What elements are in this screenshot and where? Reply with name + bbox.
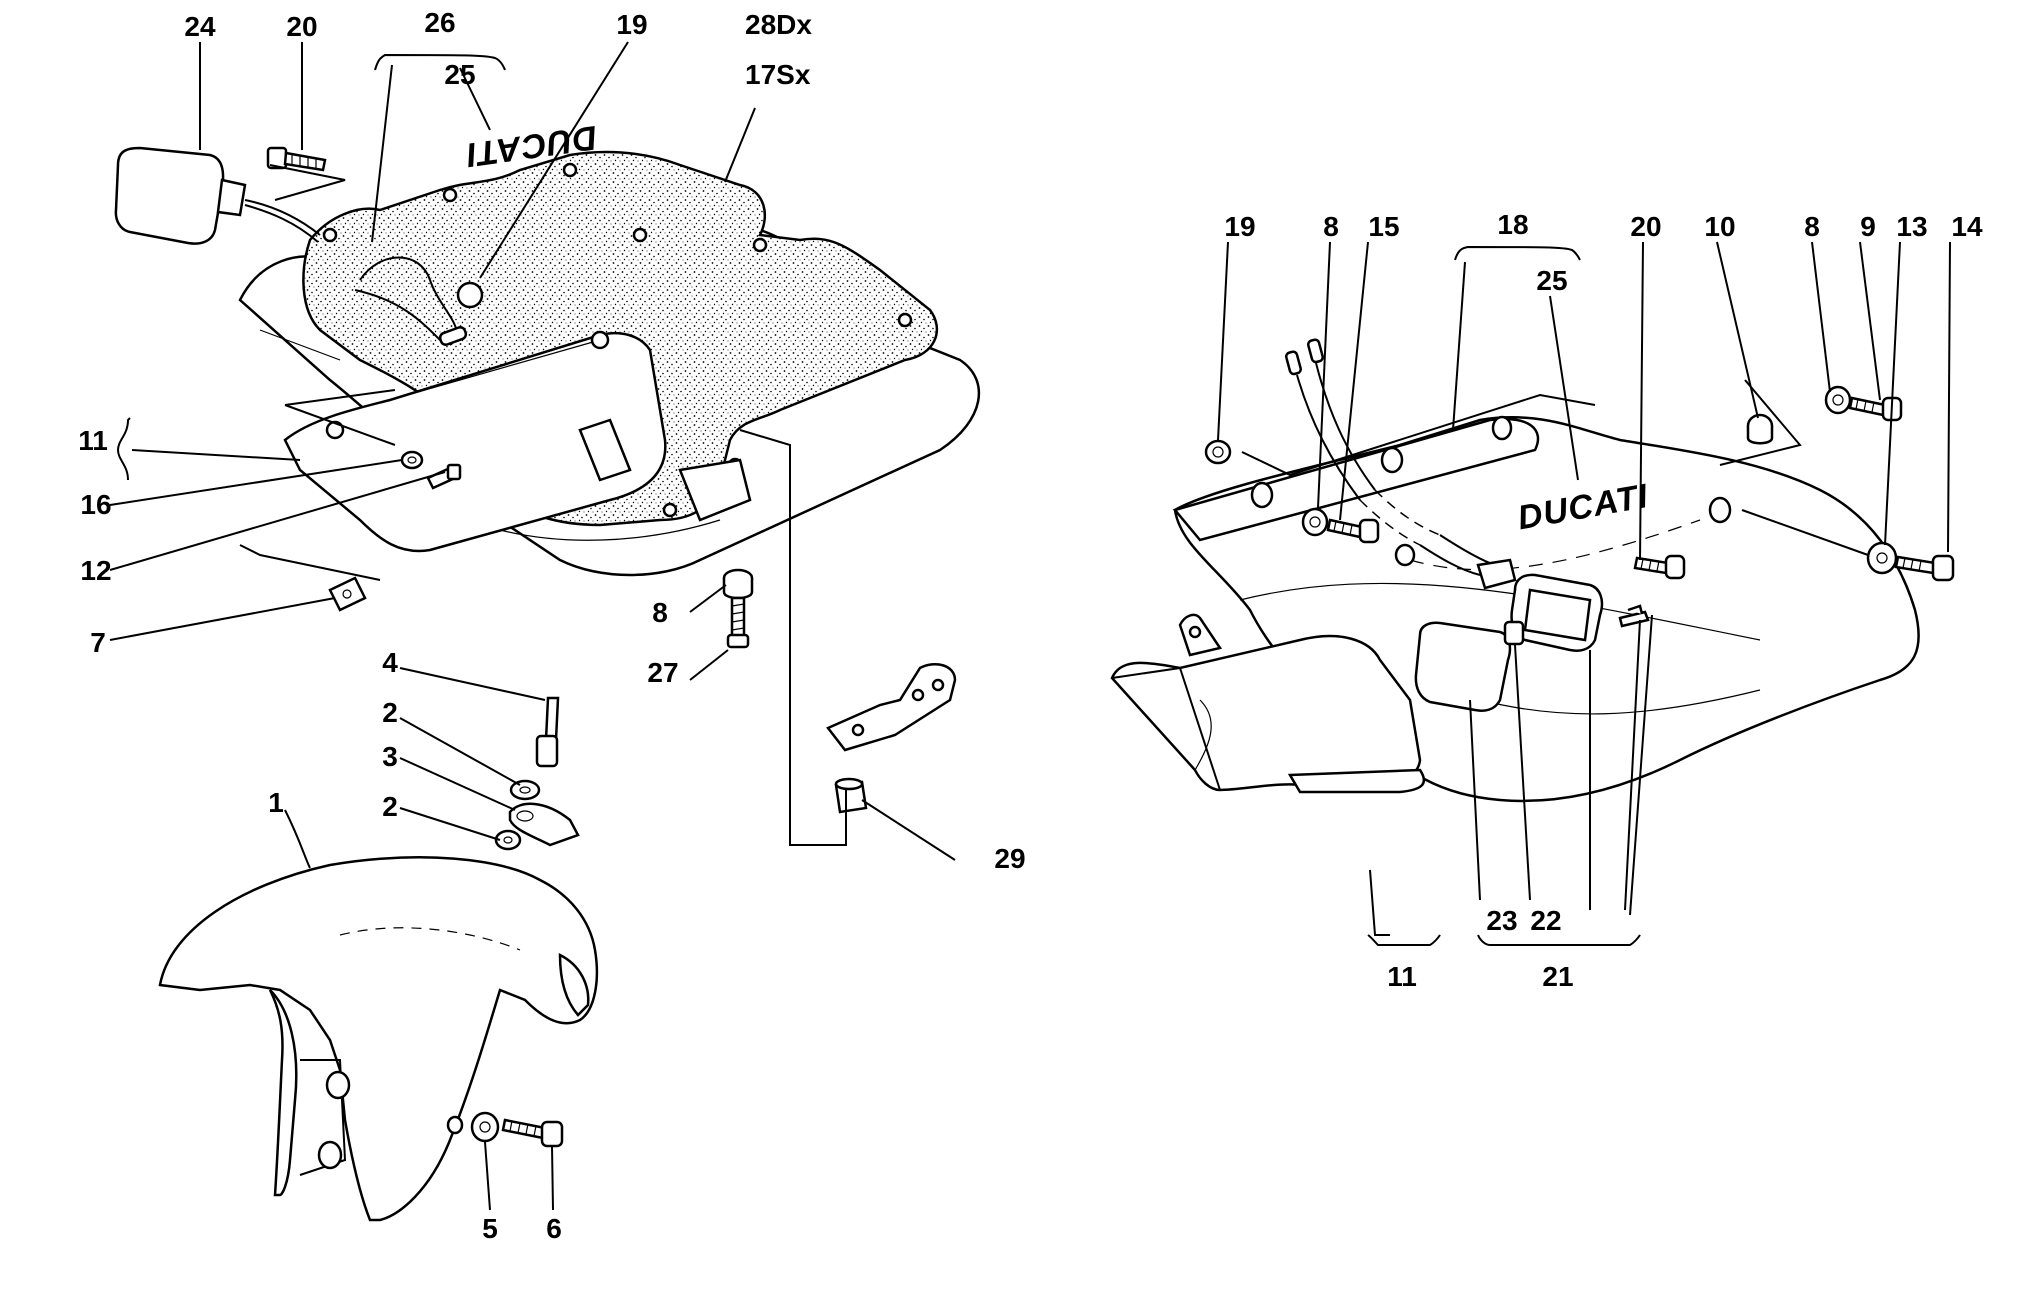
screw-27 xyxy=(726,596,750,649)
callout-7: 7 xyxy=(90,627,106,658)
callout-11-left: 11 xyxy=(78,425,108,456)
spacer-10 xyxy=(1746,413,1774,445)
mount-hole xyxy=(752,237,768,253)
wire-harness-right xyxy=(1284,338,1517,590)
callout-labels: 24 20 26 19 28Dx 17Sx 25 11 16 12 7 8 27… xyxy=(78,7,1983,1244)
callout-19-left: 19 xyxy=(616,9,647,40)
side-panel-11 xyxy=(283,331,667,553)
callout-2-lower: 2 xyxy=(382,791,398,822)
callout-27: 27 xyxy=(647,657,678,688)
front-mudguard-1 xyxy=(158,856,599,1222)
bolt-9 xyxy=(1848,396,1903,422)
callout-15: 15 xyxy=(1368,211,1399,242)
mount-hole xyxy=(562,162,578,178)
grommet-19-right xyxy=(1204,439,1232,465)
clip-nut-7 xyxy=(328,576,367,612)
callout-9: 9 xyxy=(1860,211,1876,242)
washer-2-upper xyxy=(509,779,541,801)
callout-10: 10 xyxy=(1704,211,1735,242)
callout-18: 18 xyxy=(1497,209,1528,240)
mount-hole xyxy=(897,312,913,328)
callout-8-right-b: 8 xyxy=(1804,211,1820,242)
callout-28dx: 28Dx xyxy=(745,9,812,40)
callout-16: 16 xyxy=(80,489,111,520)
mount-hole xyxy=(662,502,678,518)
grommet-19 xyxy=(456,281,484,309)
callout-26: 26 xyxy=(424,7,455,38)
bolt-20-right xyxy=(1633,554,1686,580)
bolt-14 xyxy=(1894,554,1955,582)
callout-5: 5 xyxy=(482,1213,498,1244)
spacer-8-left xyxy=(722,568,754,600)
callout-20-right: 20 xyxy=(1630,211,1661,242)
nut-29 xyxy=(834,777,868,814)
callout-23: 23 xyxy=(1486,905,1517,936)
leader-lines xyxy=(109,41,1951,1211)
air-duct-11 xyxy=(1110,634,1422,792)
washer-2-lower xyxy=(494,829,522,851)
callout-29: 29 xyxy=(994,843,1025,874)
screw-12 xyxy=(426,463,462,490)
callout-14: 14 xyxy=(1951,211,1983,242)
washer-16 xyxy=(400,450,424,470)
callout-25-right: 25 xyxy=(1536,265,1567,296)
mount-hole xyxy=(632,227,648,243)
callout-17sx: 17Sx xyxy=(745,59,811,90)
callout-8-left: 8 xyxy=(652,597,668,628)
washer-8-right-b xyxy=(1824,385,1852,415)
mount-hole xyxy=(442,187,458,203)
callout-1: 1 xyxy=(268,787,284,818)
callout-13: 13 xyxy=(1896,211,1927,242)
callout-21: 21 xyxy=(1542,961,1573,992)
washer-5 xyxy=(470,1111,500,1143)
bulb-22 xyxy=(1503,620,1525,646)
bracket-3 xyxy=(508,802,580,847)
callout-25-left: 25 xyxy=(444,59,475,90)
callout-22: 22 xyxy=(1530,905,1561,936)
callout-8-right-a: 8 xyxy=(1323,211,1339,242)
bolt-15 xyxy=(1326,518,1380,544)
pin-4 xyxy=(535,696,560,768)
bracket-28-17 xyxy=(826,663,957,752)
washer-13 xyxy=(1866,541,1898,575)
callout-2-upper: 2 xyxy=(382,697,398,728)
rear-undertray-assembly: DUCATI xyxy=(238,118,981,577)
callout-12: 12 xyxy=(80,555,111,586)
bolt-20-left xyxy=(266,146,327,172)
turn-indicator-21 xyxy=(1414,573,1650,712)
callout-6: 6 xyxy=(546,1213,562,1244)
washer-8-right-a xyxy=(1301,507,1329,537)
callout-20-left: 20 xyxy=(286,11,317,42)
turn-indicator-24 xyxy=(114,146,321,245)
bolt-6 xyxy=(501,1118,564,1148)
callout-11-right: 11 xyxy=(1387,961,1417,992)
callout-3: 3 xyxy=(382,741,398,772)
callout-19-right: 19 xyxy=(1224,211,1255,242)
callout-24: 24 xyxy=(184,11,216,42)
callout-4: 4 xyxy=(382,647,398,678)
mount-hole xyxy=(322,227,338,243)
